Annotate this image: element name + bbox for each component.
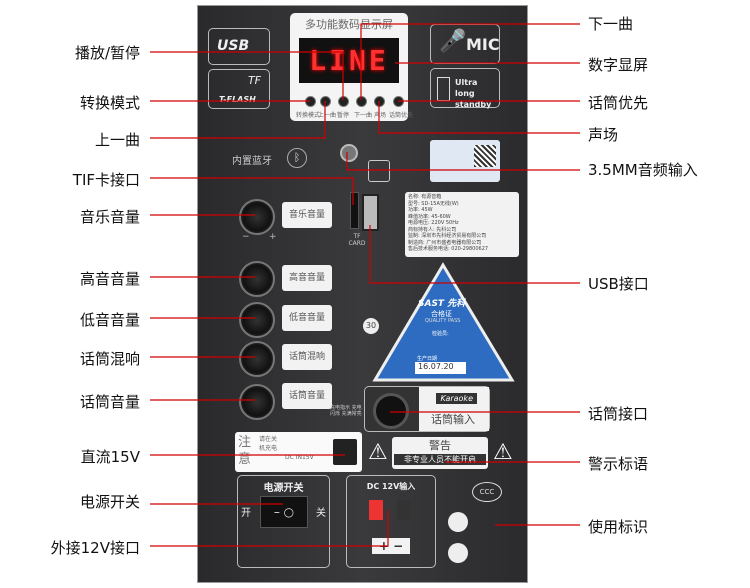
audio-icon (368, 160, 390, 182)
callout-sound-field: 声场 (588, 126, 619, 144)
led-display: LINE (299, 38, 399, 83)
callout-aux: 3.5MM音频输入 (588, 161, 698, 179)
dc15-jack[interactable] (333, 439, 357, 465)
callout-mic-jack: 话筒接口 (588, 405, 649, 423)
callout-display: 数字显屏 (588, 56, 649, 74)
callout-dc12: 外接12V接口 (50, 539, 140, 557)
qr-code (474, 145, 496, 167)
altitude-usage-icon (448, 543, 468, 563)
display-frame: 多功能数码显示屏 LINE (290, 13, 408, 121)
aux-jack[interactable] (340, 144, 358, 162)
callout-tf: TIF卡接口 (72, 171, 140, 189)
power-switch[interactable]: – ○ (260, 496, 308, 528)
power-switch-panel: 电源开关 开 关 – ○ (237, 475, 330, 568)
music-volume-knob[interactable] (239, 199, 275, 235)
callout-mic-volume: 话筒音量 (79, 393, 140, 411)
callout-mic-priority: 话筒优先 (588, 94, 649, 112)
mic-input-jack[interactable] (373, 393, 409, 429)
battery-polarity-icon: + − (372, 538, 410, 554)
warning-icon: ⚠ (493, 440, 513, 465)
callout-bass: 低音音量 (79, 311, 140, 329)
climate-usage-icon (448, 512, 468, 532)
mic-reverb-knob[interactable] (239, 341, 275, 377)
callout-usb: USB接口 (588, 275, 649, 293)
dc12-panel: DC 12V输入 + − (346, 475, 436, 568)
bluetooth-icon: ᛒ (287, 148, 307, 168)
callout-dc15: 直流15V (80, 448, 140, 466)
treble-knob[interactable] (239, 261, 275, 297)
mic-input-panel: Karaoke 话筒输入 (364, 386, 490, 432)
dc12-negative-terminal[interactable] (397, 500, 411, 520)
callout-mode: 转换模式 (79, 94, 140, 112)
callout-usage-marks: 使用标识 (588, 518, 649, 536)
callout-play-pause: 播放/暂停 (74, 44, 140, 62)
warning-label: 警告 非专业人员不能开启 (392, 437, 488, 469)
usb-logo: USB (208, 28, 270, 65)
notice-label: 注意 请在关机充电 DC IN15V (235, 432, 362, 472)
qr-sticker (430, 140, 500, 182)
microphone-icon: 🎤 (439, 29, 467, 54)
callout-prev: 上一曲 (94, 131, 140, 149)
callout-next: 下一曲 (588, 15, 634, 33)
high-voltage-icon: ⚠ (368, 440, 388, 465)
callout-warning: 警示标语 (588, 455, 649, 473)
standby-logo: Ultra long standby (430, 68, 500, 109)
callout-power: 电源开关 (79, 493, 140, 511)
mic-volume-knob[interactable] (239, 384, 275, 420)
callout-reverb: 话筒混响 (79, 350, 140, 368)
dc12-positive-terminal[interactable] (369, 500, 383, 520)
tf-card-slot[interactable] (350, 192, 359, 229)
callout-treble: 高音音量 (79, 270, 140, 288)
callout-music-volume: 音乐音量 (79, 208, 140, 226)
bass-knob[interactable] (239, 302, 275, 338)
